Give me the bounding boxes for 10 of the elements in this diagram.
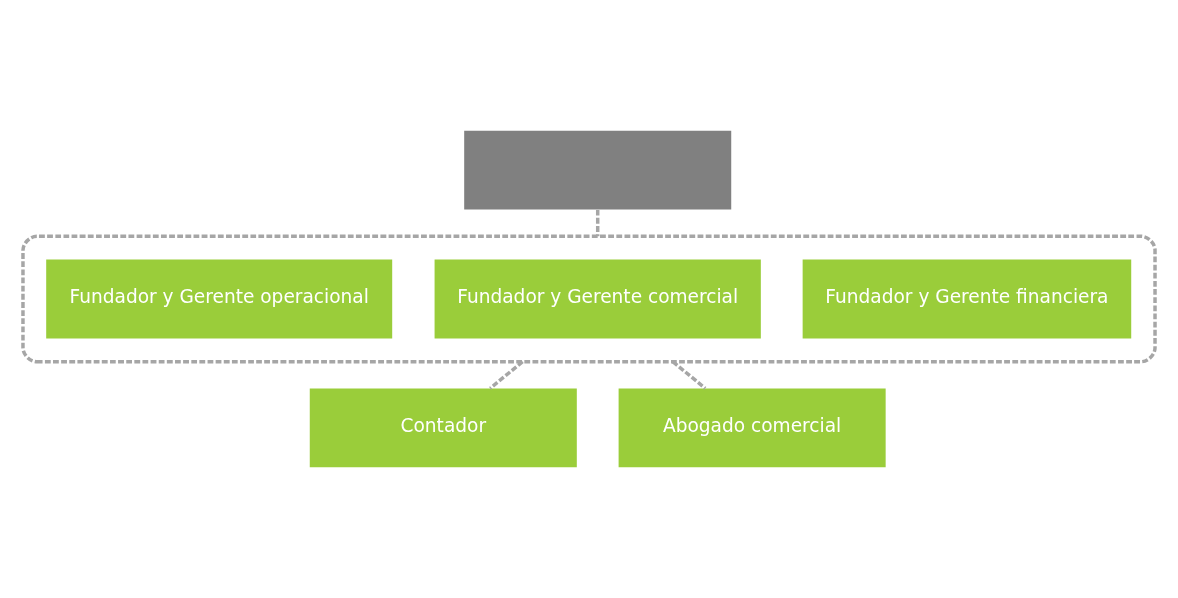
- cluster: [21, 234, 1157, 364]
- node-box: Contador: [309, 388, 577, 468]
- node-box: Fundador y Gerente operacional: [46, 259, 393, 339]
- node-box: [464, 130, 732, 210]
- node-box: Abogado comercial: [618, 388, 886, 468]
- node-box: Fundador y Gerente comercial: [434, 259, 761, 339]
- node-box: Fundador y Gerente financiera: [802, 259, 1132, 339]
- connector: [489, 360, 524, 390]
- connector: [595, 209, 600, 237]
- connector: [671, 360, 707, 390]
